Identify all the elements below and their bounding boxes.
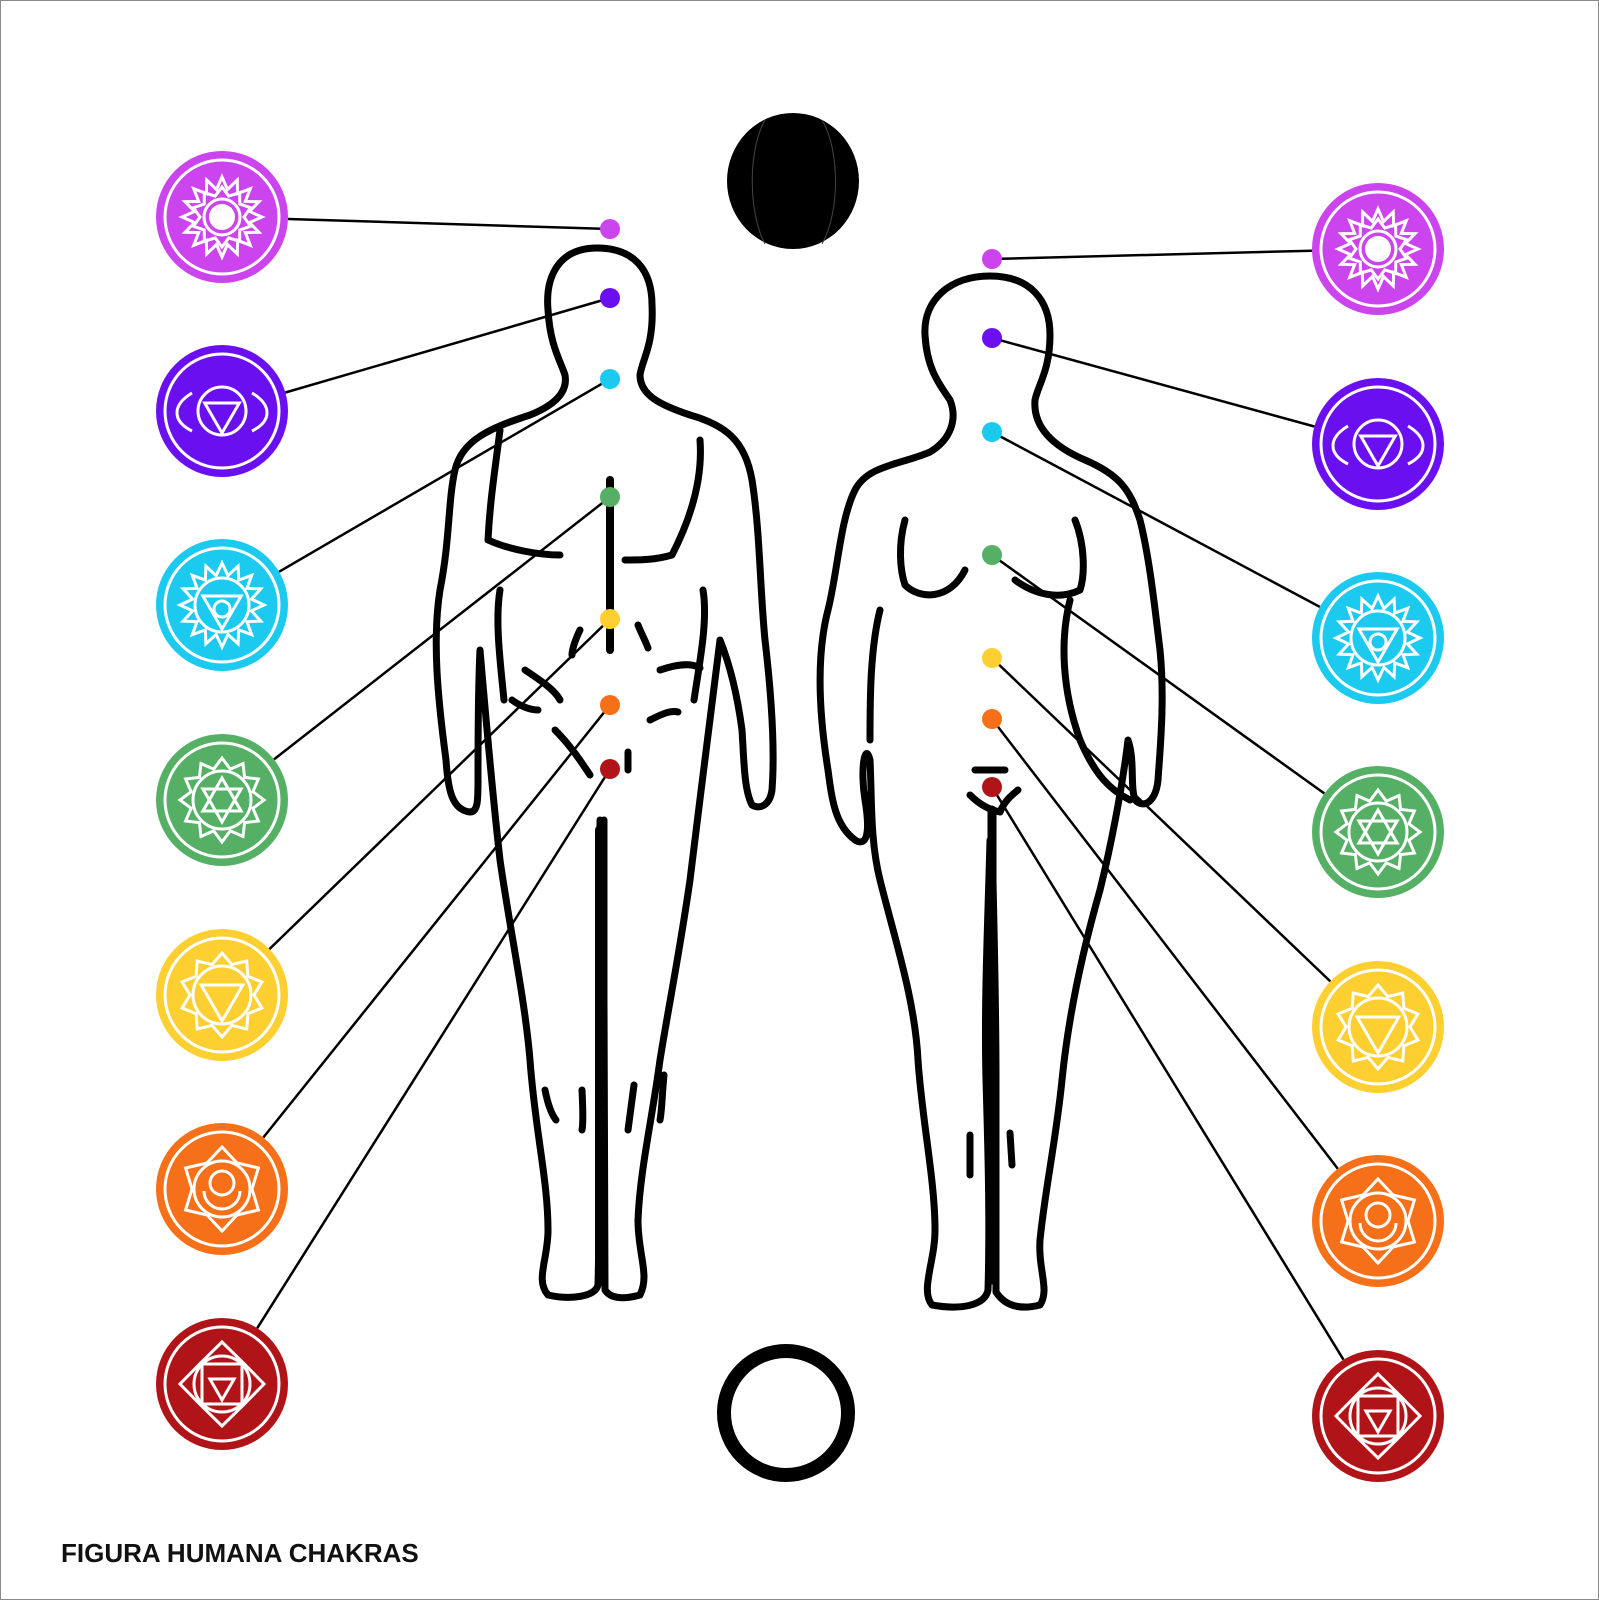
connector-line-right-root xyxy=(990,786,1345,1361)
chakra-badge-left-throat xyxy=(156,539,288,671)
throat-lotus-icon xyxy=(1332,592,1424,684)
ring-icon xyxy=(717,1344,855,1482)
connector-line-left-sacral xyxy=(262,704,611,1139)
chakra-dot-left-sacral xyxy=(600,695,620,715)
chakra-dot-right-throat xyxy=(982,422,1002,442)
chakra-badge-right-sacral xyxy=(1312,1155,1444,1287)
sacral-crescent-icon xyxy=(1339,1176,1417,1266)
crown-lotus-icon xyxy=(178,173,266,261)
chakra-badge-left-sacral xyxy=(156,1123,288,1255)
female-figure xyxy=(816,272,1166,1311)
chakra-dot-left-root xyxy=(600,759,620,779)
connector-line-right-solar-plexus xyxy=(991,657,1332,983)
connector-line-left-throat xyxy=(278,377,611,573)
root-square-icon xyxy=(177,1339,267,1429)
chakra-dot-right-sacral xyxy=(982,709,1002,729)
third-eye-icon xyxy=(1331,418,1425,470)
chakra-badge-left-third-eye xyxy=(156,345,288,477)
connector-line-right-sacral xyxy=(991,718,1339,1170)
chakra-badge-left-heart xyxy=(156,734,288,866)
chakra-dot-right-heart xyxy=(982,545,1002,565)
heart-star-icon xyxy=(1333,787,1423,877)
throat-lotus-icon xyxy=(176,559,268,651)
connector-line-left-root xyxy=(256,768,612,1329)
chakra-dot-right-solar-plexus xyxy=(982,648,1002,668)
chakra-dots xyxy=(600,219,1002,797)
connector-line-left-solar-plexus xyxy=(268,618,611,950)
connector-line-right-crown xyxy=(991,249,1313,261)
chakra-dot-right-third-eye xyxy=(982,328,1002,348)
connector-line-right-throat xyxy=(991,430,1321,609)
connector-line-left-heart xyxy=(273,496,611,761)
sacral-crescent-icon xyxy=(183,1144,261,1234)
connector-line-left-third-eye xyxy=(285,296,611,394)
chakra-dot-left-throat xyxy=(600,369,620,389)
chakra-badge-left-crown xyxy=(156,151,288,283)
chakra-badge-right-third-eye xyxy=(1312,378,1444,510)
root-square-icon xyxy=(1333,1371,1423,1461)
chakra-badge-right-root xyxy=(1312,1350,1444,1482)
heart-star-icon xyxy=(177,755,267,845)
connector-line-left-crown xyxy=(287,217,611,231)
chakra-dot-left-heart xyxy=(600,487,620,507)
chakra-badge-left-solar-plexus xyxy=(156,929,288,1061)
chakra-dot-left-third-eye xyxy=(600,288,620,308)
solar-triangle-icon xyxy=(179,950,265,1040)
crown-lotus-icon xyxy=(1334,205,1422,293)
chakra-dot-left-solar-plexus xyxy=(600,609,620,629)
chakra-badge-right-crown xyxy=(1312,183,1444,315)
chakra-badge-left-root xyxy=(156,1318,288,1450)
solar-triangle-icon xyxy=(1335,982,1421,1072)
chakra-badge-right-solar-plexus xyxy=(1312,961,1444,1093)
chakra-badges xyxy=(156,151,1444,1482)
chakra-dot-right-root xyxy=(982,777,1002,797)
figure-caption: FIGURA HUMANA CHAKRAS xyxy=(61,1538,419,1568)
third-eye-icon xyxy=(175,385,269,437)
chakra-dot-left-crown xyxy=(600,219,620,239)
filled-circle-icon xyxy=(727,113,859,249)
connector-lines xyxy=(256,217,1345,1361)
chakra-dot-right-crown xyxy=(982,249,1002,269)
chakra-badge-right-throat xyxy=(1312,572,1444,704)
male-figure xyxy=(432,244,777,1302)
chakra-badge-right-heart xyxy=(1312,766,1444,898)
